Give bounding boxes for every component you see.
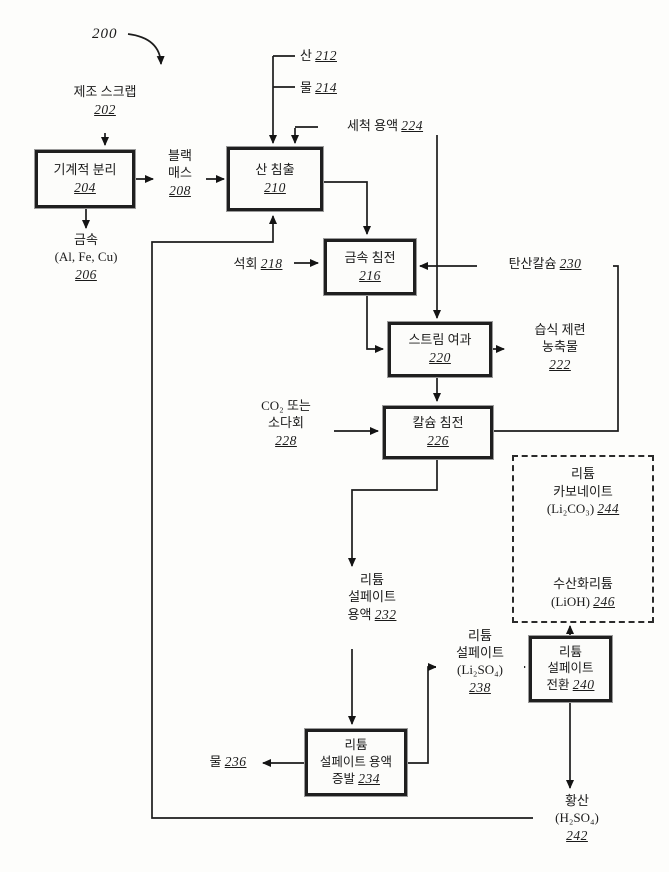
- ref-228: 228: [275, 432, 297, 448]
- ref-234: 234: [358, 770, 380, 786]
- process-box-acid-leach: 산 침출 210: [227, 147, 323, 211]
- label-manufacturing-scrap-text: 제조 스크랩: [73, 84, 137, 99]
- label-li2co3-line3: (Li₂CO₃) 244: [546, 501, 620, 517]
- process-box-metal-precipitation: 금속 침전 216: [324, 239, 416, 295]
- box-210-title: 산 침출: [255, 161, 295, 177]
- products-dashed-box: 리튬 카보네이트 (Li₂CO₃) 244 수산화리튬 (LiOH) 246: [512, 455, 654, 623]
- ref-204: 204: [74, 179, 96, 195]
- ref-210: 210: [264, 179, 286, 195]
- label-232-line1: 리튬: [360, 572, 384, 587]
- box-216-title: 금속 침전: [344, 249, 396, 265]
- label-lime-text: 석회: [233, 256, 258, 271]
- ref-232: 232: [374, 606, 397, 622]
- box-204-title: 기계적 분리: [53, 161, 117, 177]
- ref-212: 212: [315, 48, 337, 63]
- label-water-out-text: 물: [209, 754, 222, 769]
- label-metals: 금속 (Al, Fe, Cu) 206: [30, 232, 142, 283]
- label-232-line3: 용액 232: [347, 606, 397, 622]
- label-black-mass-line2: 매스: [168, 164, 192, 180]
- label-lioh-line2: (LiOH) 246: [551, 593, 615, 609]
- label-acid-text: 산: [300, 48, 312, 63]
- label-lime: 석회 218: [224, 255, 292, 273]
- label-calcium-carbonate-text: 탄산칼슘: [508, 256, 557, 271]
- label-wash-solution-text: 세척 용액: [346, 118, 399, 133]
- ref-206: 206: [75, 266, 97, 282]
- label-black-mass: 블랙 매스 208: [155, 148, 205, 200]
- ref-220: 220: [429, 350, 451, 366]
- label-smelting-concentrate-line1: 습식 제련: [534, 322, 586, 337]
- label-238-line3: (Li₂SO₄): [457, 661, 503, 677]
- label-li2co3-line2: 카보네이트: [553, 483, 613, 499]
- label-wash-solution: 세척 용액 224: [318, 117, 452, 135]
- box-234-line3: 증발 234: [332, 770, 380, 786]
- ref-214: 214: [315, 80, 337, 95]
- ref-244: 244: [597, 501, 620, 517]
- box-234-line1: 리튬: [344, 738, 368, 753]
- label-lithium-hydroxide: 수산화리튬 (LiOH) 246: [516, 575, 650, 611]
- ref-246: 246: [593, 593, 615, 609]
- label-co2-line1: CO₂ 또는: [261, 398, 311, 413]
- ref-230: 230: [559, 256, 582, 271]
- label-232-line2: 설페이트: [348, 588, 396, 604]
- label-calcium-carbonate: 탄산칼슘 230: [477, 255, 613, 273]
- box-234-line2: 설페이트 용액: [319, 754, 393, 769]
- ref-224: 224: [401, 118, 424, 133]
- label-black-mass-line1: 블랙: [168, 148, 192, 163]
- label-238-line1: 리튬: [468, 628, 492, 643]
- ref-238: 238: [469, 679, 491, 695]
- box-220-title: 스트림 여과: [408, 332, 472, 348]
- label-li2co3-line1: 리튬: [571, 466, 595, 481]
- figure-number: 200: [92, 26, 118, 42]
- process-box-lithium-sulfate-conversion: 리튬 설페이트 전환 240: [529, 636, 612, 702]
- label-sulfuric-acid: 황산 (H₂SO₄) 242: [525, 793, 629, 844]
- label-water-text: 물: [300, 80, 312, 95]
- ref-216: 216: [359, 267, 381, 283]
- process-box-evaporation: 리튬 설페이트 용액 증발 234: [305, 729, 407, 796]
- label-lithium-sulfate-solution: 리튬 설페이트 용액 232: [322, 572, 422, 624]
- label-metals-line1: 금속: [74, 232, 98, 247]
- ref-242: 242: [566, 827, 588, 843]
- process-box-calcium-precipitation: 칼슘 침전 226: [383, 406, 493, 459]
- label-metals-line2: (Al, Fe, Cu): [54, 248, 118, 264]
- ref-222: 222: [549, 356, 571, 372]
- label-lithium-sulfate: 리튬 설페이트 (Li₂SO₄) 238: [436, 628, 524, 697]
- label-co2-or-soda-ash: CO₂ 또는 소다회 228: [240, 398, 332, 449]
- label-co2-line2: 소다회: [268, 414, 304, 430]
- ref-226: 226: [427, 433, 449, 449]
- ref-218: 218: [260, 256, 283, 271]
- process-box-stream-filtration: 스트림 여과 220: [388, 322, 492, 377]
- label-smelting-concentrate-line2: 농축물: [542, 338, 578, 354]
- ref-202: 202: [94, 101, 116, 117]
- box-240-line2: 설페이트: [547, 661, 594, 676]
- label-acid: 산 212: [300, 47, 370, 65]
- ref-236: 236: [224, 754, 247, 769]
- ref-208: 208: [169, 182, 191, 198]
- label-lioh-line1: 수산화리튬: [553, 576, 613, 592]
- label-smelting-concentrate: 습식 제련 농축물 222: [508, 322, 612, 373]
- ref-240: 240: [572, 677, 595, 693]
- label-water: 물 214: [300, 79, 370, 97]
- box-240-line1: 리튬: [558, 644, 582, 659]
- label-lithium-carbonate: 리튬 카보네이트 (Li₂CO₃) 244: [516, 465, 650, 518]
- label-242-line1: 황산: [565, 793, 589, 808]
- box-240-line3: 전환 240: [546, 677, 595, 693]
- process-box-mechanical-separation: 기계적 분리 204: [35, 150, 135, 208]
- label-238-line2: 설페이트: [456, 644, 504, 660]
- label-242-line2: (H₂SO₄): [555, 809, 599, 825]
- label-manufacturing-scrap: 제조 스크랩 202: [48, 84, 162, 118]
- box-226-title: 칼슘 침전: [412, 415, 464, 431]
- label-water-out: 물 236: [196, 753, 260, 771]
